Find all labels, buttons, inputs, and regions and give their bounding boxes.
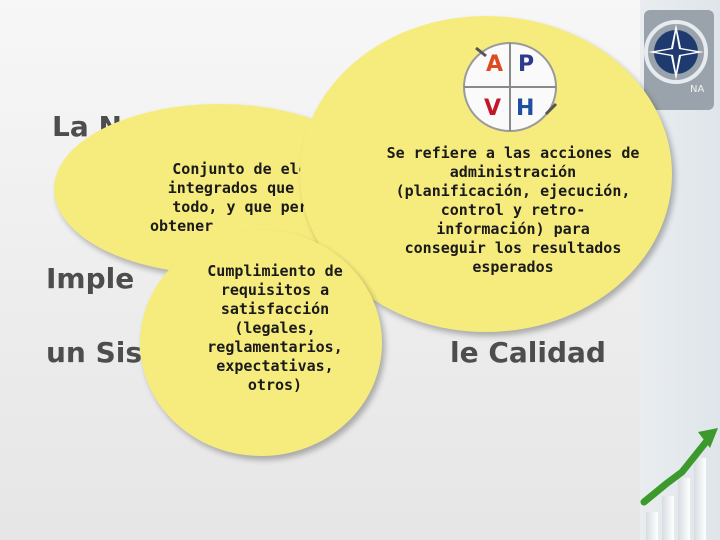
pdca-letter-a: A	[486, 52, 504, 77]
slide-line3-partial-left: un Sis	[46, 336, 143, 369]
bubble-calidad-text: Cumplimiento de requisitos a satisfacció…	[190, 262, 360, 395]
bubble-gestion-line: administración	[449, 163, 577, 181]
bubble-gestion-line: información) para	[436, 220, 590, 238]
bubble-gestion-line: control y retro-	[440, 201, 586, 219]
pdca-letter-p: P	[518, 52, 535, 77]
bubble-calidad	[140, 230, 382, 456]
pdca-letter-h: H	[516, 96, 535, 121]
bubble-gestion-line: (planificación, ejecución,	[395, 182, 631, 200]
bubble-calidad-line: expectativas,	[216, 357, 334, 375]
bubble-calidad-line: satisfacción	[220, 300, 330, 318]
slide-line3-partial-right: le Calidad	[450, 336, 606, 369]
pdca-circle: A P V H	[450, 34, 570, 140]
bubble-gestion-text: Se refiere a las acciones de administrac…	[368, 144, 658, 277]
growth-chart-icon	[640, 428, 718, 540]
bubble-sistema-line: todo, y que per	[172, 198, 308, 216]
bubble-calidad-line: reglamentarios,	[207, 338, 343, 356]
bubble-gestion-line: Se refiere a las acciones de	[386, 144, 640, 162]
bubble-sistema-line: integrados que h	[167, 179, 313, 197]
bubble-sistema-line: obtener	[150, 217, 214, 235]
pdca-letter-v: V	[484, 96, 502, 121]
slide-line2-partial: Imple	[46, 262, 135, 295]
star-logo-icon	[644, 20, 708, 84]
pdca-wheel-icon	[463, 42, 558, 132]
bubble-gestion-line: conseguir los resultados	[404, 239, 622, 257]
bubble-calidad-line: requisitos a	[220, 281, 330, 299]
bubble-sistema-line: Conjunto de ele	[172, 160, 308, 178]
bubble-gestion-line: esperados	[472, 258, 554, 276]
bubble-calidad-line: (legales,	[234, 319, 316, 337]
bubble-sistema-text: Conjunto de ele integrados que h todo, y…	[110, 160, 370, 236]
logo-label: NA	[690, 84, 705, 95]
bubble-calidad-line: otros)	[247, 376, 303, 394]
bubble-calidad-line: Cumplimiento de	[207, 262, 343, 280]
logo	[644, 10, 714, 110]
